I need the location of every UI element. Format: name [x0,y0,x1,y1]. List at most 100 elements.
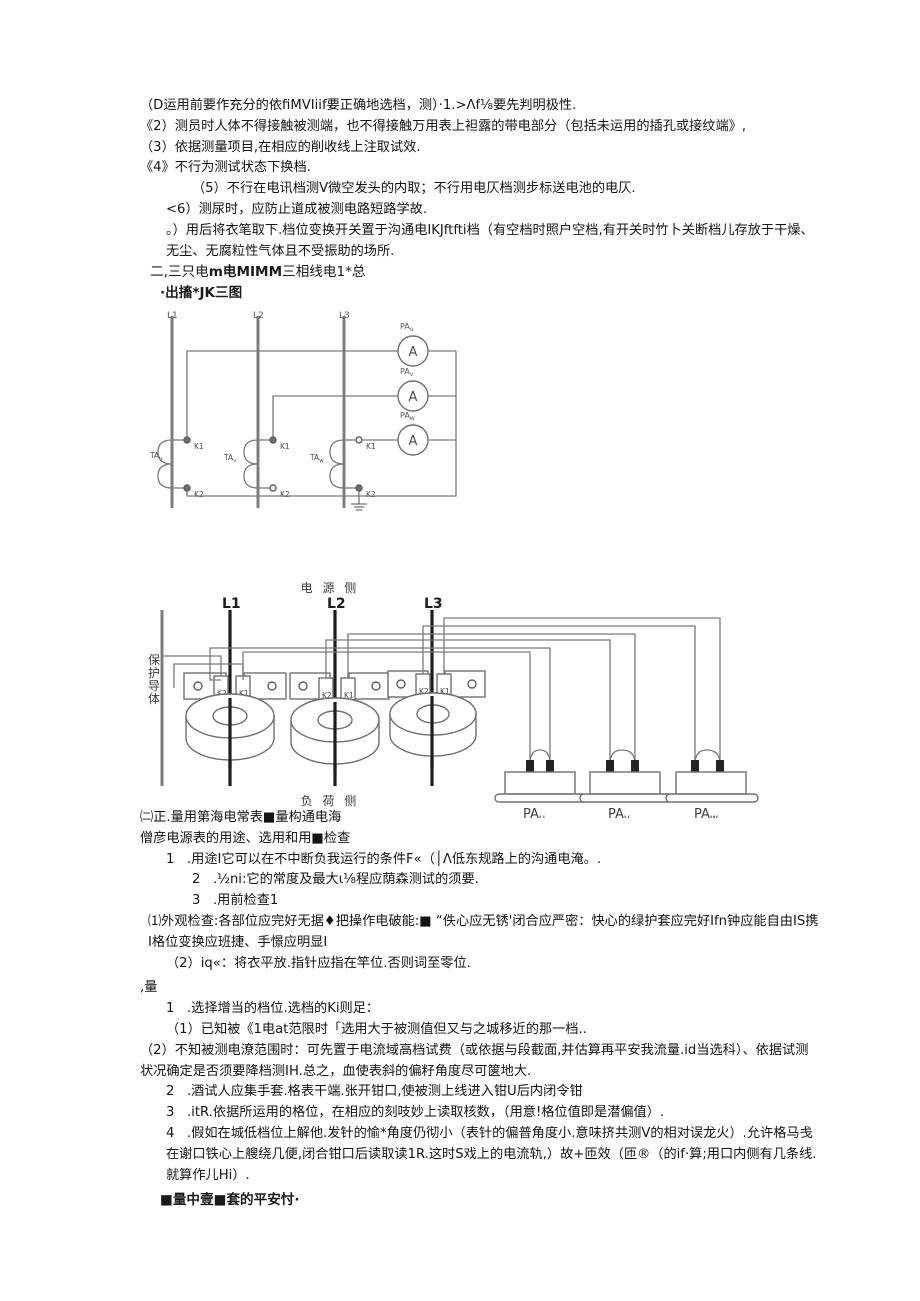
ammeter-glyph-v: A [409,390,418,405]
paragraph: 3 .itR.依据所运用的格位，在相应的刻吱妙上读取核数，（用意!格位值即是潜偏… [166,1105,665,1121]
wire-common-return [186,351,457,497]
ct-coil-u [157,439,173,489]
ct-unit-l3: K2 K1 [387,670,486,768]
ct-coil-v [243,439,259,489]
ammeter-w: A PAw [397,411,429,456]
terminal-label-k1-l2: K1 [344,691,354,700]
meter-pin [546,760,554,772]
terminal-node-k1-u [183,436,191,444]
terminal-label-k1-v: K1 [280,442,290,451]
heading-bold: m电MIMM [208,264,283,281]
paragraph: （3）依据测量项目,在相应的削收线上注取试效. [140,139,421,155]
text-block-top: （D运用前要作充分的依fiMVIiif要正确地选档，测）·1.>Λf⅛要先判明极… [140,96,820,304]
wire-l1-to-pau-a [242,651,531,764]
paragraph: （2）iq«：将衣平放.指针应指在竿位.否则词至零位. [166,955,471,971]
paragraph: 3 .用前检查1 [192,893,279,909]
meter-pin [631,760,639,772]
ammeter-glyph-u: A [409,345,418,360]
phase-label-l3: L3 [339,311,350,321]
paragraph: （5）不行在电讯档测V微空发头的内取；不行用电仄档测步标送电池的电仄. [192,181,636,197]
paragraph: ,量 [140,980,158,996]
section-heading-2: ·出搐*JK三图 [160,285,243,302]
terminal-label-k2-l3: K2 [419,687,429,696]
terminal-label-k1-u: K1 [194,442,204,451]
ammeter-unit-w: PAw [665,760,759,824]
screw-terminal [298,681,308,691]
paragraph: 《4》不行为测试状态下换档. [140,160,311,176]
terminal-label-k2-u: K2 [194,490,204,499]
phase-label-l1: L1 [222,596,241,612]
wire-l1-to-pau-b [209,647,551,764]
terminal-label-k1-l1: K1 [239,689,249,698]
terminal-node-k2-v [269,484,277,492]
label-protective-conductor: 保护导体 [148,653,163,706]
ct-unit-l2: K2 K1 [289,672,390,773]
ammeter-glyph-w: A [409,434,418,449]
phase-label-l3: L3 [424,596,443,612]
paragraph: 2 .½ni:它的常度及最大ι⅛程应荫森测试的须要. [192,872,479,888]
paragraph: <6）测尿时，应防止道成被测电路短路学故. [166,201,428,217]
paragraph: ㈡正.量用第海电常表■量构通电海 [140,810,342,825]
screw-terminal [371,681,381,691]
meter-pin [526,760,534,772]
ct-unit-l1: K2 K1 [183,672,287,768]
paragraph: 1 .用途I它可以在不中断负我运行的条件F«（│Λ低东规路上的沟通电淹。. [166,851,602,867]
ct-coil-w [329,439,345,489]
screw-terminal [467,679,477,689]
wire-l2-to-pav-b [347,633,636,764]
screw-terminal [193,681,203,691]
terminal-label-k1-l3: K1 [440,687,450,696]
paragraph: 4 .假如在城低档位上解他.发针的愉*角度仍彻小（表针的偏普角度小.意味挤共测V… [166,1125,817,1183]
paragraph: （2）不知被测电潦范围时：可先置于电流域高档试费（或依据与段截面,并估算再平安我… [140,1042,809,1079]
paragraph: （1）已知被《1电at范限时「选用大于被测值但又与之城移近的那一档.. [166,1021,587,1037]
paragraph: 2 .酒试人应集手套.格表干端.张开钳口,使被测上线进入钳U后内闭令钳 [166,1084,583,1100]
ct-label-u: TAu [150,451,163,462]
terminal-node-k1-v [269,436,277,444]
meter-pin [716,760,724,772]
label-load-side: 负 荷 侧 [301,794,360,808]
diagram-ct-schematic: L1 L2 L3 TAu TAv TAw K1 [149,308,480,513]
wire-k1u-to-meter-u [186,350,398,437]
paragraph: （D运用前要作充分的依fiMVIiif要正确地选档，测）·1.>Λf⅛要先判明极… [140,98,577,113]
label-source-side: 电 源 侧 [301,581,360,595]
ammeter-v: A PAv [397,367,429,412]
text-block-bottom: ㈡正.量用第海电常表■量构通电海 僧彦电源表的用途、选用和用■检查 1 .用途I… [140,808,820,1211]
paragraph: 。）用后将衣笔取下.档位变换开关置于沟通电IKJftfti档（有空档时照户空档,… [166,222,814,259]
paragraph: 僧彦电源表的用途、选用和用■检查 [140,830,351,846]
ct-label-v: TAv [223,453,237,464]
phase-label-l2: L2 [253,311,264,321]
ground-symbol [351,491,367,511]
heading-prefix: 二,三只电 [150,264,209,281]
ammeter-label-v: PAv [400,367,414,378]
ammeter-label-u: PAu [400,322,414,333]
wire-l1-k2-to-pe [162,655,222,676]
paragraph: ⑴外观检查:各部位应完好无据♦把操作电破能:■ “佚心应无锈'闭合应严密：快心的… [148,913,819,950]
wire-l2-to-pav-a [325,639,611,764]
terminal-label-k2-l2: K2 [322,691,332,700]
wire-k1v-to-meter-v [272,395,398,437]
terminal-label-k2-v: K2 [280,490,290,499]
phase-label-l2: L2 [327,596,346,612]
screw-terminal [396,679,406,689]
paragraph: 1 .选择增当的档位.选档的Ki则足： [166,1001,380,1017]
terminal-node-k2-w [355,484,363,492]
terminal-node-k1-w [355,436,363,444]
meter-pin [606,760,614,772]
ct-label-w: TAw [309,453,324,464]
meter-pin [691,760,699,772]
wire-l3-to-paw-b [443,617,721,764]
wire-l3-to-paw-a [422,625,696,764]
ammeter-u: A PAu [397,322,429,367]
paragraph: 《2）测员时人体不得接触被测端，也不得接触万用表上袒露的带电部分（包括未运用的插… [140,118,747,134]
phase-label-l1: L1 [167,311,178,321]
screw-terminal [267,681,277,691]
terminal-node-k2-u [183,484,191,492]
terminal-label-k1-w: K1 [366,442,376,451]
footer-heading: ■量中壹■套的平安忖· [160,1192,300,1209]
diagram-ct-pictorial: 电 源 侧 负 荷 侧 保护导体 L1 L2 L3 [140,568,830,824]
heading-suffix: 三相线电1*总 [282,264,366,281]
terminal-label-k2-l1: K2 [217,689,227,698]
ammeter-label-w: PAw [400,411,415,422]
section-heading-1: 二,三只电m电MIMM三相线电1*总 [140,262,820,283]
